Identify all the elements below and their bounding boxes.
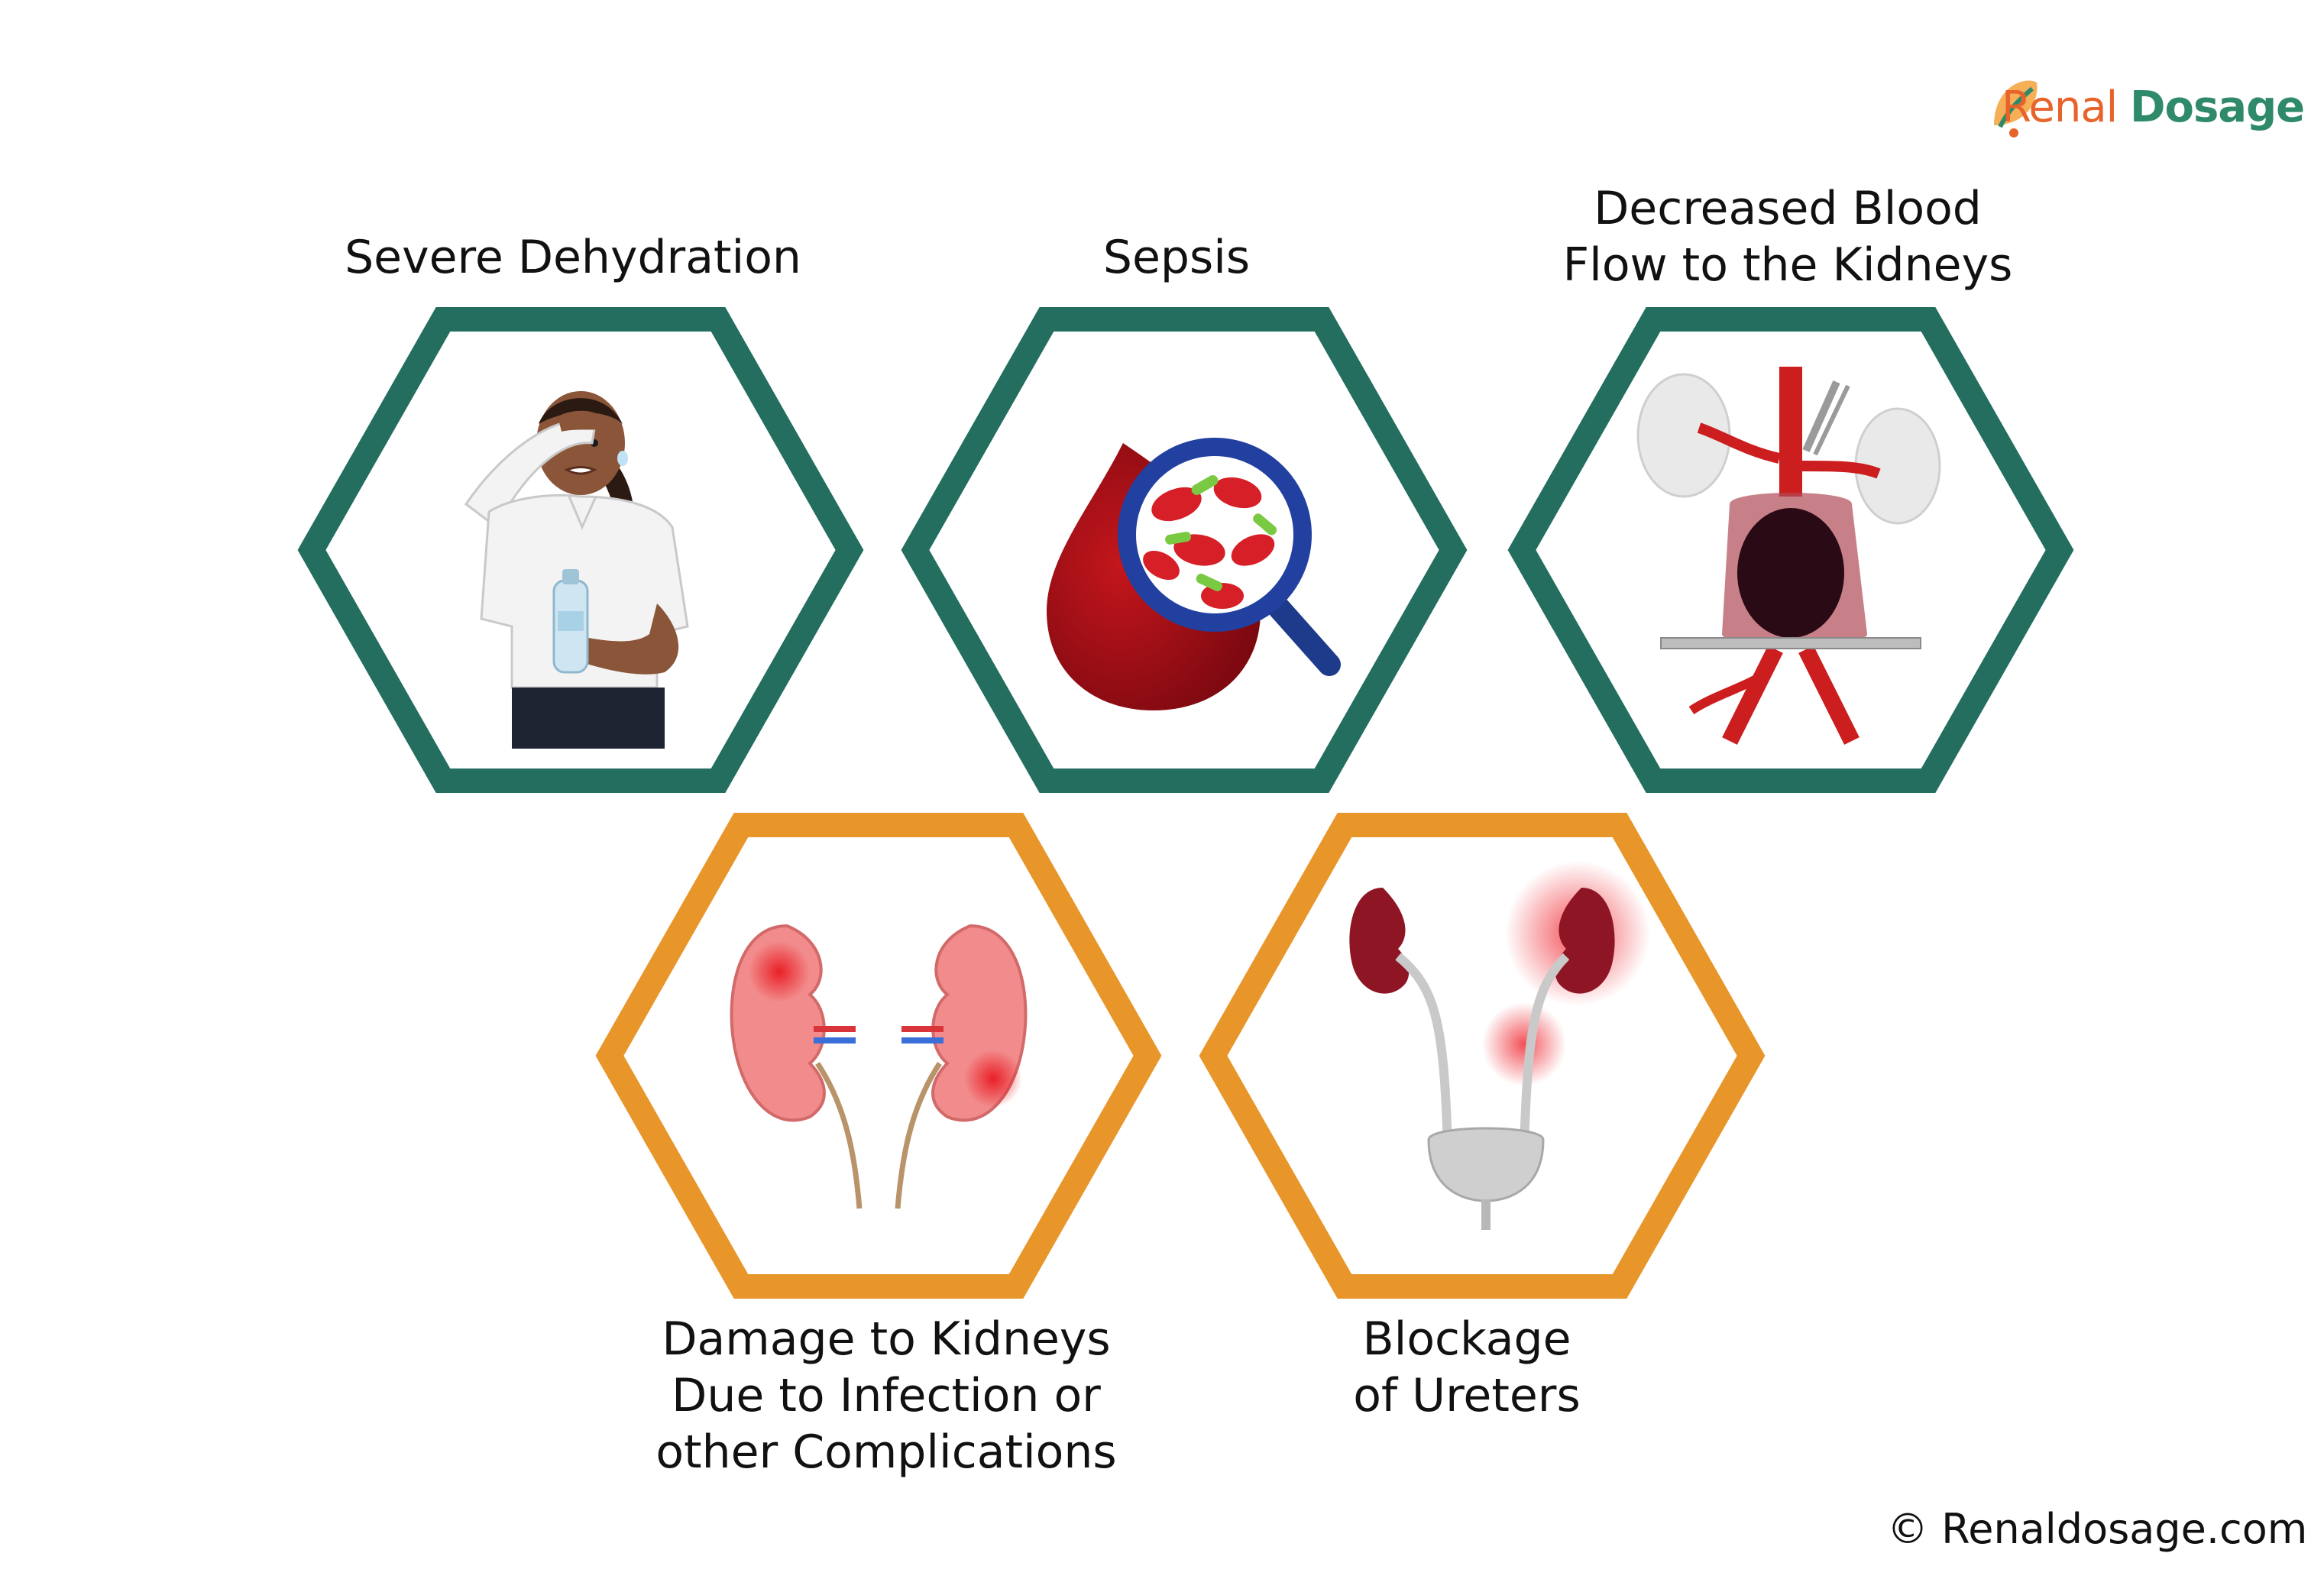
hex-sepsis <box>894 306 1474 794</box>
dehydrated-person-icon <box>464 391 689 749</box>
copyright-notice: © Renaldosage.com <box>1887 1505 2308 1553</box>
brand-word-renal: Renal <box>2002 83 2118 132</box>
hex-severe-dehydration <box>290 306 871 794</box>
hex-blocked-ureters <box>1192 811 1772 1300</box>
logo-leaf-icon <box>1994 80 2038 138</box>
blocked-ureter-icon <box>1349 861 1650 1230</box>
hexagon-frame <box>595 813 1162 1299</box>
hex-kidney-damage <box>588 811 1169 1300</box>
caption-kidney-damage: Damage to Kidneys Due to Infection or ot… <box>655 1312 1117 1479</box>
caption-sepsis: Sepsis <box>1102 231 1251 284</box>
caption-severe-dehydration: Severe Dehydration <box>345 231 801 284</box>
blood-drop-bacteria-icon <box>1047 438 1341 710</box>
caption-decreased-blood-flow: Decreased Blood Flow to the Kidneys <box>1562 182 2013 292</box>
caption-blocked-ureters: Blockage of Ureters <box>1353 1312 1581 1422</box>
brand-word-dosage: Dosage <box>2130 83 2305 132</box>
inflamed-kidneys-icon <box>730 924 1028 1209</box>
aorta-clamp-icon <box>1636 367 1941 745</box>
hex-decreased-blood-flow <box>1500 306 2081 794</box>
brand-logo: Renal Dosage <box>1986 67 2307 151</box>
